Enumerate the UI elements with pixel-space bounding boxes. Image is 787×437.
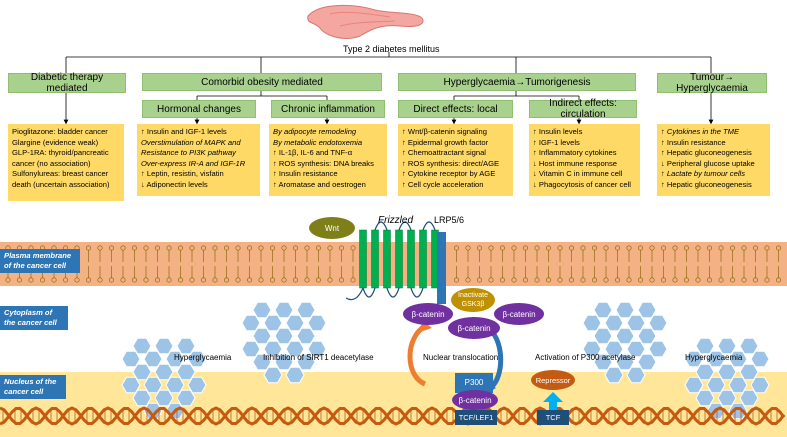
translocation-arrow-left <box>407 323 427 387</box>
plasma-membrane <box>0 242 787 286</box>
p300-activation: Activation of P300 acetylase <box>535 353 636 362</box>
frizzled-label: Frizzled <box>378 215 414 226</box>
tcf-lef1: TCF/LEF1 <box>455 410 497 425</box>
hyperglycaemia-right: Hyperglycaemia <box>685 353 743 362</box>
sub-hormonal: Hormonal changes <box>142 100 256 118</box>
repressor: Repressor <box>531 370 575 390</box>
lrp-label: LRP5/6 <box>434 215 465 225</box>
sub-direct: Direct effects: local <box>398 100 513 118</box>
nuclear-translocation: Nuclear translocation <box>423 353 499 362</box>
list-indirect: ↑ Insulin levels↑ IGF-1 levels↑ Inflamma… <box>529 124 640 196</box>
glucose-hexagons-right <box>582 301 770 420</box>
cell-diagram <box>0 221 787 437</box>
sirt1-annotation: Inhibition of SIRT1 deacetylase <box>263 353 374 362</box>
category-tumour-hyperglycaemia: Tumour→ Hyperglycaemia <box>657 72 767 94</box>
lipid-bilayer <box>5 245 781 283</box>
category-diabetic-therapy: Diabetic therapy mediated <box>8 72 126 94</box>
tcf: TCF <box>537 410 569 425</box>
dna-helix <box>0 406 786 426</box>
title: Type 2 diabetes mellitus <box>343 44 440 54</box>
gsk3b: Inactivate GSK3β <box>451 288 495 312</box>
beta-catenin-1: β-catenin <box>403 303 453 325</box>
beta-catenin-nucleus: β-catenin <box>452 390 498 410</box>
p300: P300 <box>455 373 493 393</box>
category-hyperglycaemia-tumorigenesis: Hyperglycaemia→Tumorigenesis <box>398 73 636 91</box>
sub-inflammation: Chronic inflammation <box>271 100 385 118</box>
nucleus-band <box>0 372 787 437</box>
pancreas-icon <box>307 4 424 39</box>
list-direct: ↑ Wnt/β-catenin signaling↑ Epidermal gro… <box>398 124 513 196</box>
wnt-ligand: Wnt <box>309 217 355 239</box>
tcf-arrow-head <box>543 392 563 402</box>
sub-indirect: Indirect effects: circulation <box>529 98 637 120</box>
list-tumour: ↑ Cytokines in the TME↑ Insulin resistan… <box>657 124 770 196</box>
hyperglycaemia-left: Hyperglycaemia <box>174 353 232 362</box>
glucose-hexagons-left <box>121 301 327 420</box>
tcf-arrow-stem <box>549 400 557 412</box>
label-plasma-membrane: Plasma membrane of the cancer cell <box>0 249 80 273</box>
beta-catenin-2: β-catenin <box>494 303 544 325</box>
category-comorbid-obesity: Comorbid obesity mediated <box>142 73 382 91</box>
beta-catenin-3: β-catenin <box>448 317 500 339</box>
frizzled-receptor <box>345 221 439 301</box>
label-nucleus: Nucleus of the cancer cell <box>0 375 66 399</box>
label-cytoplasm: Cytoplasm of the cancer cell <box>0 306 68 330</box>
lrp-receptor <box>437 232 446 304</box>
